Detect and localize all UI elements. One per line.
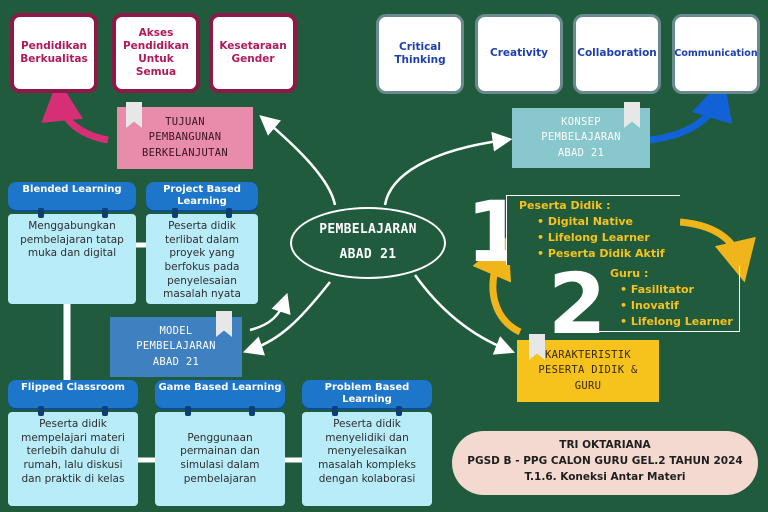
model-project-based-learning: Project Based Learning Peserta didik ter…	[146, 182, 258, 304]
bookmark-icon	[529, 334, 545, 360]
author-box: TRI OKTARIANA PGSD B - PPG CALON GURU GE…	[452, 431, 758, 495]
konsep-card-collaboration: Collaboration	[573, 14, 661, 94]
bookmark-icon	[216, 311, 232, 337]
bookmark-icon	[126, 102, 142, 128]
pin-dot	[38, 208, 44, 218]
pin-dot	[38, 406, 44, 416]
sdg-card-access-education: Akses Pendidikan Untuk Semua	[112, 13, 200, 93]
number-two: 2	[548, 255, 607, 353]
pin-dot	[102, 406, 108, 416]
model-game-based-learning: Game Based Learning Penggunaan permainan…	[155, 380, 285, 506]
pin-dot	[249, 406, 255, 416]
model-problem-based-learning: Problem Based Learning Peserta didik men…	[302, 380, 432, 506]
model-item-desc: Peserta didik menyelidiki dan menyelesai…	[302, 412, 432, 506]
model-item-title: Project Based Learning	[146, 182, 258, 210]
konsep-card-critical-thinking: Critical Thinking	[376, 14, 464, 94]
center-topic: PEMBELAJARAN ABAD 21	[290, 207, 446, 279]
konsep-card-communication: Communication	[672, 14, 760, 94]
sdg-card-gender-equality: Kesetaraan Gender	[209, 13, 297, 93]
model-blended-learning: Blended Learning Menggabungkan pembelaja…	[8, 182, 136, 304]
pin-dot	[396, 406, 402, 416]
model-item-title: Problem Based Learning	[302, 380, 432, 408]
model-flipped-classroom: Flipped Classroom Peserta didik mempelaj…	[8, 380, 138, 506]
model-item-title: Game Based Learning	[155, 380, 285, 408]
model-item-desc: Menggabungkan pembelajaran tatap muka da…	[8, 214, 136, 304]
guru-item: • Fasilitator	[620, 282, 694, 296]
guru-title: Guru :	[610, 267, 649, 280]
konsep-card-creativity: Creativity	[475, 14, 563, 94]
author-program: PGSD B - PPG CALON GURU GEL.2 TAHUN 2024	[467, 454, 743, 467]
pin-dot	[226, 208, 232, 218]
model-item-desc: Peserta didik terlibat dalam proyek yang…	[146, 214, 258, 304]
pin-dot	[102, 208, 108, 218]
peserta-didik-item: • Peserta Didik Aktif	[537, 246, 665, 260]
sdg-card-quality-education: Pendidikan Berkualitas	[10, 13, 98, 93]
author-name: TRI OKTARIANA	[559, 439, 651, 451]
peserta-didik-box: Peserta Didik : • Digital Native • Lifel…	[506, 195, 680, 265]
peserta-didik-item: • Digital Native	[537, 214, 633, 228]
bookmark-icon	[624, 102, 640, 128]
model-item-desc: Penggunaan permainan dan simulasi dalam …	[155, 412, 285, 506]
guru-box: Guru : • Fasilitator • Inovatif • Lifelo…	[598, 266, 740, 332]
peserta-didik-item: • Lifelong Learner	[537, 230, 650, 244]
model-item-desc: Peserta didik mempelajari materi terlebi…	[8, 412, 138, 506]
guru-item: • Lifelong Learner	[620, 314, 733, 328]
guru-item: • Inovatif	[620, 298, 679, 312]
pin-dot	[332, 406, 338, 416]
peserta-didik-title: Peserta Didik :	[519, 199, 611, 212]
pin-dot	[172, 208, 178, 218]
pin-dot	[185, 406, 191, 416]
model-item-title: Flipped Classroom	[8, 380, 138, 408]
model-item-title: Blended Learning	[8, 182, 136, 210]
author-topic: T.1.6. Koneksi Antar Materi	[524, 470, 686, 483]
